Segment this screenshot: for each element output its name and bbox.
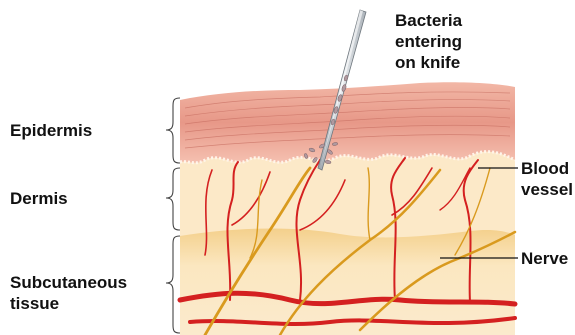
label-bacteria: Bacteria entering on knife [395,10,462,73]
label-nerve: Nerve [521,248,568,269]
label-blood-vessel: Blood vessel [521,158,573,200]
label-epidermis: Epidermis [10,120,92,141]
label-dermis: Dermis [10,188,68,209]
layer-brackets [166,98,180,333]
epidermis-layer [180,82,515,163]
label-subcutaneous: Subcutaneous tissue [10,272,127,314]
